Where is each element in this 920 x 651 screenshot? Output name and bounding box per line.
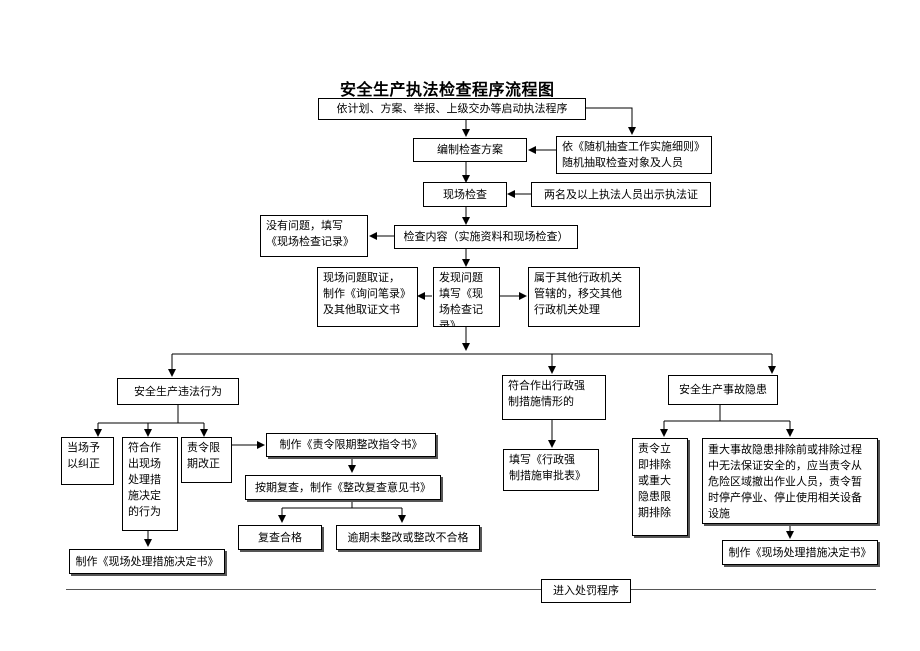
recheck-node: 按期复查，制作《整改复查意见书》 — [245, 475, 441, 500]
recheck-pass-node: 复查合格 — [238, 525, 322, 550]
random-selection-node: 依《随机抽查工作实施细则》 随机抽取检查对象及人员 — [556, 136, 712, 174]
arrow-start-random — [586, 107, 636, 135]
eliminate-now-node: 责令立 即排除 或重大 隐患限 期排除 — [632, 438, 688, 536]
start-node: 依计划、方案、举报、上级交办等启动执法程序 — [318, 98, 586, 120]
plan-node: 编制检查方案 — [413, 138, 527, 162]
correct-on-spot-node: 当场予 以纠正 — [61, 437, 114, 485]
deadline-order-node: 制作《责令限期整改指令书》 — [266, 433, 436, 457]
deadline-correction-node: 责令限 期改正 — [181, 437, 232, 483]
violation-node: 安全生产违法行为 — [117, 378, 239, 405]
onsite-decision-node: 符合作 出现场 处理措 施决定 的行为 — [122, 437, 178, 531]
no-issue-node: 没有问题，填写 《现场检查记录》 — [260, 215, 368, 257]
recheck-fail-node: 逾期未整改或整改不合格 — [336, 525, 480, 550]
evidence-node: 现场问题取证， 制作《询问笔录》 及其他取证文书 — [317, 267, 418, 327]
other-agency-node: 属于其他行政机关 管辖的，移交其他 行政机关处理 — [528, 267, 640, 327]
hazard-node: 安全生产事故隐患 — [668, 375, 778, 405]
bottom-rule — [66, 589, 876, 590]
diagram-title: 安全生产执法检查程序流程图 — [340, 80, 555, 99]
found-issue-node: 发现问题 填写《现 场检查记 录》 — [433, 267, 500, 327]
approval-form-node: 填写《行政强 制措施审批表》 — [503, 449, 599, 491]
decision-doc-right-node: 制作《现场处理措施决定书》 — [722, 540, 878, 565]
inspection-content-node: 检查内容（实施资料和现场检查） — [394, 225, 578, 249]
major-hazard-node: 重大事故隐患排除前或排除过程中无法保证安全的，应当责令从危险区域撤出作业人员，责… — [702, 438, 878, 524]
penalty-procedure-node: 进入处罚程序 — [541, 579, 631, 603]
coercive-measure-node: 符合作出行政强 制措施情形的 — [502, 375, 606, 420]
onsite-inspection-node: 现场检查 — [423, 182, 507, 207]
decision-doc-left-node: 制作《现场处理措施决定书》 — [69, 549, 225, 574]
two-officers-node: 两名及以上执法人员出示执法证 — [531, 182, 711, 207]
